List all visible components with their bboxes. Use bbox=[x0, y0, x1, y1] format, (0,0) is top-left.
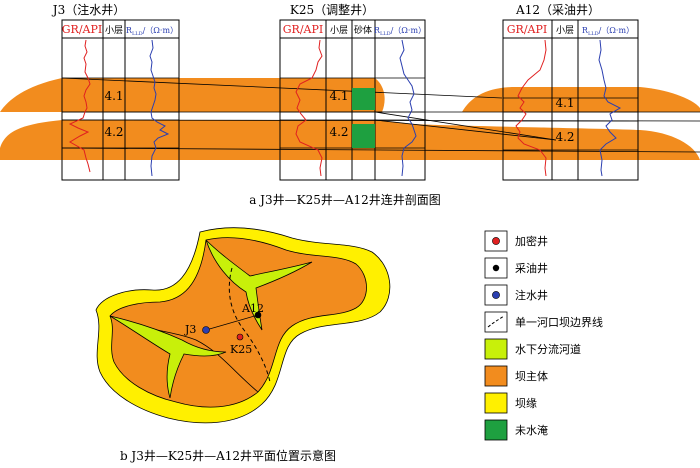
gr-curve-a12 bbox=[515, 39, 547, 177]
unflooded-block-4-1-k25 bbox=[352, 88, 375, 110]
well-title-j3: J3（注水井） bbox=[51, 2, 125, 17]
legend-label-dam-main: 坝主体 bbox=[515, 369, 548, 383]
blue-dot-icon bbox=[492, 291, 500, 299]
sand-body-4-1 bbox=[0, 78, 385, 112]
well-title-a12: A12（采油井） bbox=[515, 3, 600, 17]
correlation-line-1 bbox=[61, 77, 503, 99]
layer-4-2-a12: 4.2 bbox=[555, 130, 574, 144]
red-dot-icon bbox=[492, 237, 500, 245]
legend-label-infill: 加密井 bbox=[515, 234, 548, 248]
correlation-line-5 bbox=[374, 119, 557, 141]
sand-body-4-1-a12 bbox=[462, 87, 700, 112]
well-marker-a12 bbox=[254, 311, 262, 319]
black-dot-icon bbox=[492, 264, 500, 272]
r-label-k25: RLLD/（Ω·m） bbox=[374, 26, 426, 37]
layer-label-k25: 小层 bbox=[330, 25, 348, 36]
map-caption: b J3井—K25井—A12井平面位置示意图 bbox=[120, 448, 336, 463]
well-label-a12: A12 bbox=[241, 302, 264, 315]
mouth-bar-boundary bbox=[228, 267, 271, 383]
green-swatch-icon bbox=[484, 338, 508, 360]
correlation-line-4 bbox=[61, 147, 700, 153]
gr-label-j3: GR/API bbox=[62, 23, 102, 36]
layer-label-j3: 小层 bbox=[105, 25, 123, 36]
layer-4-1-j3: 4.1 bbox=[104, 89, 123, 103]
r-label-a12: RLLD/（Ω·m） bbox=[582, 26, 634, 37]
layer-label-a12: 小层 bbox=[556, 25, 574, 36]
layer-4-2-k25: 4.2 bbox=[329, 125, 348, 139]
well-panel-a12: A12（采油井） GR/API 小层 RLLD/（Ω·m） 4.1 4.2 bbox=[502, 3, 639, 181]
gr-curve-j3 bbox=[68, 39, 91, 173]
well-label-k25: K25 bbox=[230, 343, 252, 356]
legend-label-boundary: 单一河口坝边界线 bbox=[515, 315, 603, 329]
legend: 加密井 采油井 注水井 单一河口坝边界线 水下分流河道 坝主体 坝缘 未水淹 bbox=[484, 230, 603, 441]
correlation-line-6 bbox=[374, 111, 557, 141]
well-panel-j3: J3（注水井） GR/API 小层 RLLD/（Ω·m） 4.1 4.2 bbox=[51, 2, 180, 181]
legend-label-channel: 水下分流河道 bbox=[515, 342, 581, 356]
orange-swatch-icon bbox=[484, 365, 508, 387]
unflooded-block-4-2-k25 bbox=[352, 124, 375, 148]
legend-label-unflooded: 未水淹 bbox=[515, 424, 548, 437]
layer-4-2-j3: 4.2 bbox=[104, 125, 123, 139]
legend-label-injection: 注水井 bbox=[515, 288, 548, 302]
rlld-curve-a12 bbox=[598, 39, 622, 177]
gr-label-k25: GR/API bbox=[283, 23, 323, 36]
well-title-k25: K25（调整井） bbox=[290, 2, 374, 17]
legend-label-dam-edge: 坝缘 bbox=[515, 396, 537, 410]
plan-map: J3 A12 K25 b J3井—K25井—A12井平面位置示意图 bbox=[95, 227, 391, 463]
rlld-curve-k25 bbox=[399, 39, 417, 177]
well-marker-j3 bbox=[202, 326, 210, 334]
yellow-swatch-icon bbox=[484, 392, 508, 414]
layer-4-1-k25: 4.1 bbox=[329, 89, 348, 103]
legend-label-production: 采油井 bbox=[515, 261, 548, 275]
channel-upper bbox=[205, 239, 313, 331]
rlld-curve-j3 bbox=[149, 39, 170, 177]
section-caption: a J3井—K25井—A12井连井剖面图 bbox=[249, 192, 441, 207]
sand-label-k25: 砂体 bbox=[354, 24, 372, 36]
gr-curve-k25 bbox=[295, 39, 323, 177]
channel-lower bbox=[109, 315, 227, 399]
gr-label-a12: GR/API bbox=[507, 23, 547, 36]
dashed-line-icon bbox=[487, 315, 505, 328]
well-link-line bbox=[205, 314, 259, 331]
well-panel-k25: K25（调整井） GR/API 小层 砂体 RLLD/（Ω·m） 4.1 4.2 bbox=[279, 2, 426, 181]
well-label-j3: J3 bbox=[184, 323, 196, 336]
cross-section: J3（注水井） GR/API 小层 RLLD/（Ω·m） 4.1 4.2 K25… bbox=[0, 2, 700, 207]
layer-4-1-a12: 4.1 bbox=[555, 96, 574, 110]
well-marker-k25 bbox=[236, 333, 244, 341]
r-label-j3: RLLD/（Ω·m） bbox=[126, 26, 178, 37]
darkgreen-swatch-icon bbox=[484, 419, 508, 441]
